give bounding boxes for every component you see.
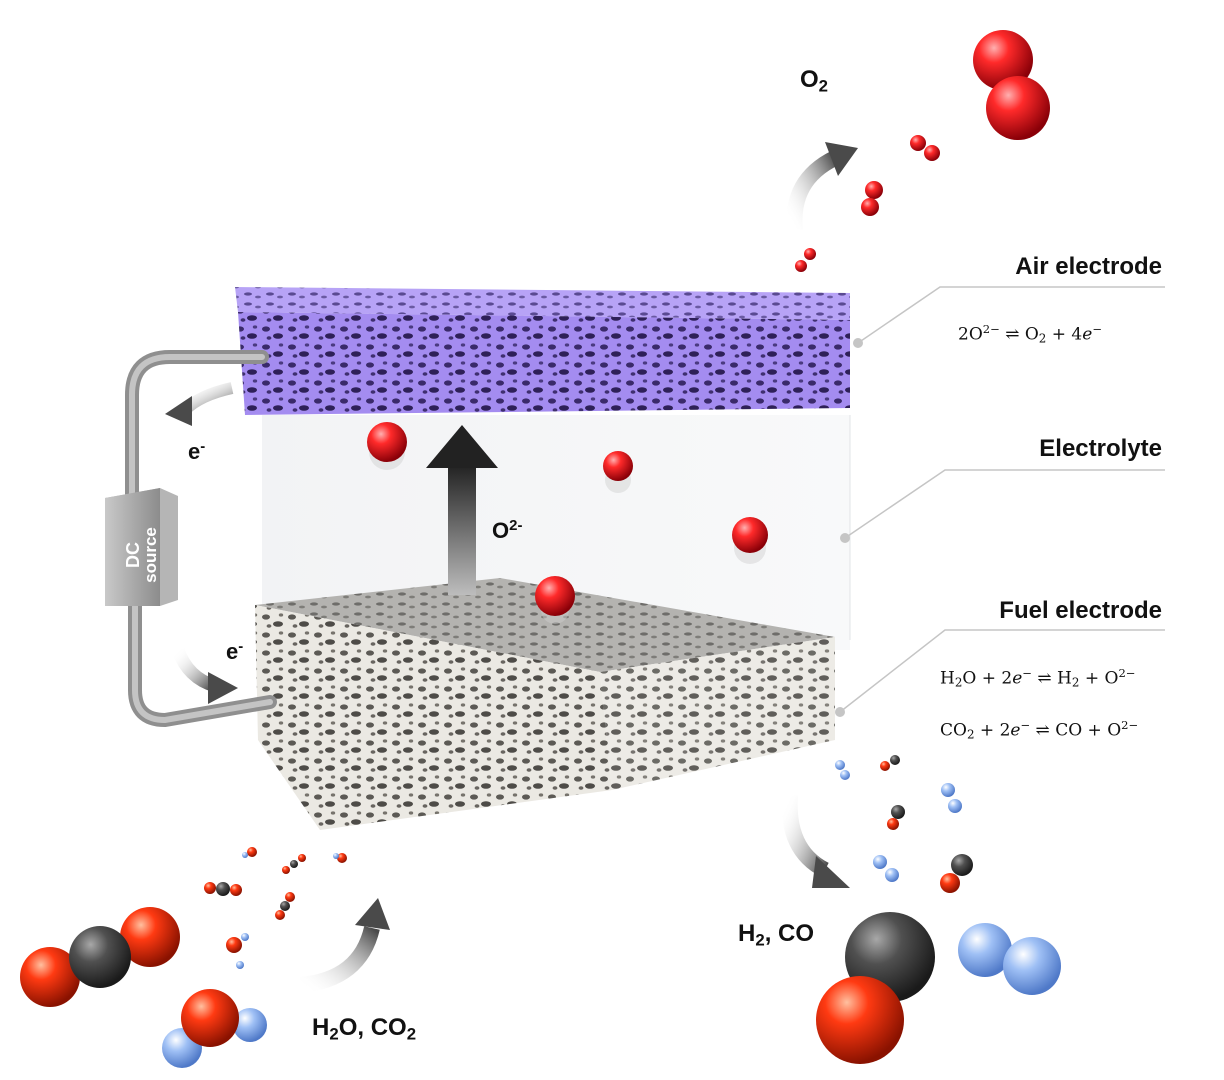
eq-h2o-part: H [940, 668, 955, 689]
reactant-in-arrow [299, 898, 390, 993]
electron-arrow-top [165, 382, 234, 426]
eq-h2o-part: 2 [954, 675, 963, 690]
eq-h2o-part: O + 2 [962, 668, 1013, 689]
dc-source-box [105, 488, 178, 606]
eq-h2o-part: 2 [1071, 675, 1080, 690]
o2-product-label: O2 [800, 66, 828, 97]
products-label: H2, CO [738, 920, 814, 951]
reactants-part: 2 [329, 1024, 339, 1044]
electron-charge: - [238, 638, 244, 655]
eq-co2-part: CO [940, 720, 967, 741]
product-out-arrow [781, 794, 850, 888]
o2-letter: O [800, 66, 819, 93]
products-part: H [738, 920, 756, 947]
air-electrode-label: Air electrode [1015, 253, 1162, 280]
fuel-electrode-label: Fuel electrode [999, 597, 1162, 624]
eq-h2o-part: e [1012, 668, 1023, 689]
eq-h2o-part: − [1022, 666, 1032, 680]
products-part: 2 [755, 930, 765, 950]
eq-air-part: 2O [958, 324, 983, 345]
products-part: , CO [764, 920, 815, 947]
oxide-ion-arrow [426, 425, 498, 595]
reactants-part: 2 [406, 1024, 417, 1044]
eq-h2o-part: ⇌ H [1031, 668, 1072, 689]
oxide-ion-label: O2- [492, 517, 522, 544]
electrolyte-label: Electrolyte [1039, 435, 1162, 462]
product-molecules [816, 755, 1061, 1064]
reactant-molecules [20, 847, 347, 1068]
o2-subscript: 2 [818, 76, 829, 96]
air-electrode-equation: 2O2− ⇌ O2 + 4e− [958, 322, 1102, 346]
eq-co2-part: + 2 [974, 720, 1011, 741]
reactants-part: O, CO [338, 1014, 407, 1041]
dc-source-line2: source [141, 527, 160, 583]
eq-co2-part: ⇌ CO + O [1030, 720, 1122, 741]
dc-source-label: DC source [112, 522, 172, 592]
oxide-ion-charge: 2- [509, 517, 523, 534]
oxide-ion-letter: O [492, 518, 510, 544]
dc-source-line1: DC [123, 542, 143, 568]
oxygen-molecules [795, 30, 1050, 272]
electron-letter: e [226, 639, 239, 665]
eq-co2-part: − [1020, 718, 1031, 732]
external-circuit-wire [125, 350, 277, 728]
electron-label-bottom: e- [226, 638, 243, 665]
eq-co2-part: 2 [966, 727, 975, 742]
electron-charge: - [200, 438, 206, 455]
eq-co2-part: e [1010, 720, 1021, 741]
fuel-electrode-equation-h2o: H2O + 2e− ⇌ H2 + O2− [940, 666, 1135, 690]
leader-lines [835, 286, 1165, 717]
electron-letter: e [188, 439, 201, 465]
eq-h2o-part: 2− [1118, 666, 1136, 680]
fuel-electrode-equation-co2: CO2 + 2e− ⇌ CO + O2− [940, 718, 1138, 742]
eq-air-part: 2− [982, 322, 1000, 336]
eq-air-part: + 4 [1046, 324, 1083, 345]
oxide-ions [367, 422, 768, 624]
eq-air-part: 2 [1038, 331, 1047, 346]
eq-co2-part: 2− [1121, 718, 1139, 732]
electron-arrow-bottom [171, 647, 238, 704]
eq-h2o-part: + O [1079, 668, 1119, 689]
eq-air-part: e [1082, 324, 1093, 345]
fuel-electrode-block [255, 578, 835, 830]
reactants-part: H [312, 1014, 330, 1041]
eq-air-part: ⇌ O [999, 324, 1039, 345]
electron-label-top: e- [188, 438, 205, 465]
eq-air-part: − [1092, 322, 1102, 336]
oxygen-out-arrow [786, 142, 858, 231]
air-electrode-block [235, 287, 850, 415]
reactants-label: H2O, CO2 [312, 1014, 416, 1045]
